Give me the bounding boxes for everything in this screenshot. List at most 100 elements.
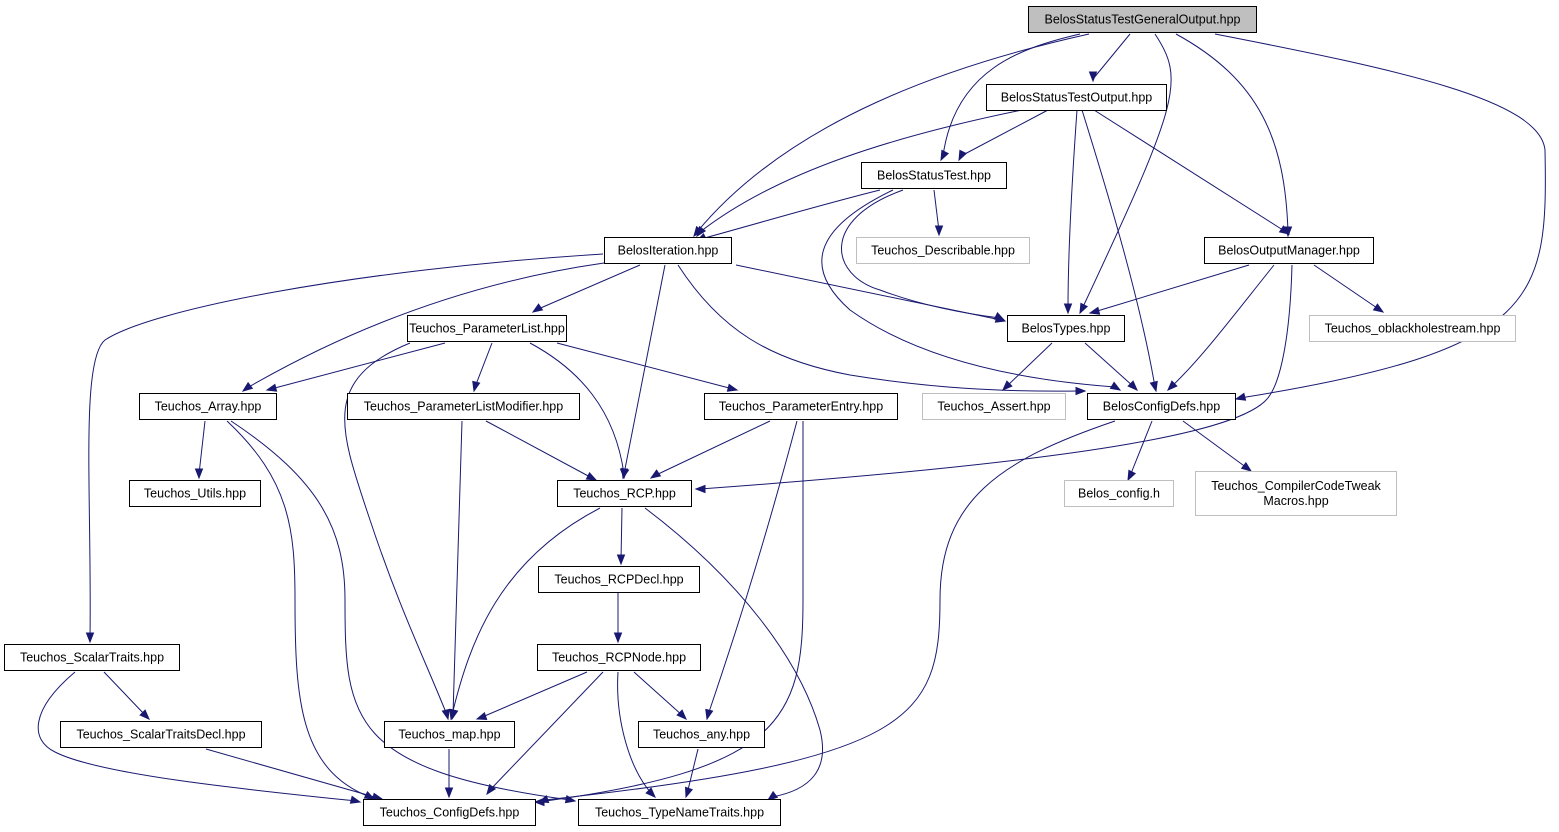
node-box (129, 480, 261, 507)
arrowhead (1063, 303, 1073, 315)
node-output-manager[interactable]: BelosOutputManager.hpp (1204, 237, 1374, 264)
node-belos-config-defs[interactable]: BelosConfigDefs.hpp (1087, 393, 1236, 420)
edge-line (205, 748, 379, 799)
dependency-edge (205, 748, 384, 801)
edge-line (1093, 109, 1287, 233)
node-label: BelosStatusTestOutput.hpp (1001, 91, 1153, 105)
dependency-edge (649, 420, 771, 479)
node-parameter-list[interactable]: Teuchos_ParameterList.hpp (407, 315, 567, 342)
edge-line (620, 507, 623, 561)
edge-line (226, 420, 371, 798)
dependency-edge (1167, 264, 1275, 391)
node-label: Teuchos_RCPDecl.hpp (554, 573, 683, 587)
node-assert[interactable]: Teuchos_Assert.hpp (922, 393, 1066, 420)
node-scalar-traits[interactable]: Teuchos_ScalarTraits.hpp (4, 644, 180, 671)
arrowhead (1002, 380, 1013, 391)
node-box (1195, 471, 1397, 516)
node-belos-types[interactable]: BelosTypes.hpp (1007, 315, 1125, 342)
node-box (922, 393, 1066, 420)
node-label: Teuchos_ParameterListModifier.hpp (364, 400, 563, 414)
edge-line (198, 420, 206, 475)
edge-line (474, 342, 493, 388)
dependency-edge (1084, 342, 1138, 391)
dependency-edge (821, 189, 1122, 391)
node-box (4, 644, 180, 671)
node-scalar-traits-decl[interactable]: Teuchos_ScalarTraitsDecl.hpp (60, 721, 262, 748)
arrowhead (645, 787, 656, 798)
edge-line (735, 264, 1002, 321)
node-describable[interactable]: Teuchos_Describable.hpp (856, 237, 1030, 264)
arrowhead (472, 380, 481, 393)
dependency-edge (933, 189, 944, 237)
dependency-edge (695, 189, 881, 242)
arrowhead (696, 225, 707, 238)
node-status-test-output[interactable]: BelosStatusTestOutput.hpp (986, 84, 1167, 111)
arrowhead (1088, 306, 1101, 315)
dependency-edge (694, 264, 1293, 494)
node-box (1087, 393, 1236, 420)
node-label: Teuchos_ScalarTraits.hpp (20, 651, 164, 665)
node-any[interactable]: Teuchos_any.hpp (638, 721, 765, 748)
node-rcp-node[interactable]: Teuchos_RCPNode.hpp (537, 644, 701, 671)
dependency-edge (693, 33, 1090, 238)
node-array[interactable]: Teuchos_Array.hpp (139, 393, 277, 420)
node-label: Teuchos_Array.hpp (155, 400, 262, 414)
edge-line (1081, 109, 1156, 388)
edge-line (1067, 109, 1078, 310)
node-label: Teuchos_RCPNode.hpp (552, 651, 686, 665)
edge-line (485, 420, 593, 479)
arrowhead (1088, 71, 1098, 83)
node-label: Teuchos_any.hpp (653, 728, 750, 742)
node-rcp[interactable]: Teuchos_RCP.hpp (557, 480, 692, 507)
node-oblackhole[interactable]: Teuchos_oblackholestream.hpp (1309, 315, 1516, 342)
dependency-edge (265, 342, 446, 392)
dependency-edge (485, 420, 598, 481)
node-box (856, 237, 1030, 264)
node-utils[interactable]: Teuchos_Utils.hpp (129, 480, 261, 507)
dependency-edge (1088, 264, 1250, 315)
dependency-edge (475, 671, 588, 721)
edge-line (344, 342, 448, 716)
node-root[interactable]: BelosStatusTestGeneralOutput.hpp (1028, 6, 1257, 33)
node-map[interactable]: Teuchos_map.hpp (384, 721, 515, 748)
node-iteration[interactable]: BelosIteration.hpp (604, 237, 732, 264)
node-param-list-modifier[interactable]: Teuchos_ParameterListModifier.hpp (347, 393, 580, 420)
arrowhead (619, 468, 629, 480)
edge-line (942, 33, 1081, 157)
node-label: BelosStatusTestGeneralOutput.hpp (1045, 13, 1241, 27)
node-box (139, 393, 277, 420)
edge-line (821, 189, 1116, 388)
node-box (1064, 480, 1174, 507)
edge-line (653, 420, 771, 477)
node-box (638, 721, 765, 748)
node-belos-config[interactable]: Belos_config.h (1064, 480, 1174, 507)
dependency-edge (344, 342, 450, 721)
dependency-edge (556, 342, 739, 392)
node-label: Teuchos_Assert.hpp (937, 400, 1050, 414)
dependency-edge (37, 671, 362, 804)
node-type-name-traits[interactable]: Teuchos_TypeNameTraits.hpp (578, 799, 781, 826)
node-box (557, 480, 692, 507)
arrowhead (1109, 381, 1122, 391)
node-param-entry[interactable]: Teuchos_ParameterEntry.hpp (704, 393, 898, 420)
dependency-edge (1313, 264, 1385, 313)
node-rcp-decl[interactable]: Teuchos_RCPDecl.hpp (538, 566, 700, 593)
edge-line (933, 189, 940, 232)
dependency-edge (486, 671, 604, 796)
node-label: Teuchos_ParameterList.hpp (409, 322, 565, 336)
node-status-test[interactable]: BelosStatusTest.hpp (861, 162, 1007, 189)
dependency-edge (85, 253, 604, 644)
node-label: BelosIteration.hpp (618, 244, 719, 258)
dependency-edge (1175, 33, 1293, 238)
node-teuchos-config-defs[interactable]: Teuchos_ConfigDefs.hpp (363, 799, 536, 826)
edge-line (700, 189, 881, 240)
node-label: Teuchos_ConfigDefs.hpp (380, 806, 520, 820)
node-label: Teuchos_Utils.hpp (144, 487, 246, 501)
arrowhead (958, 149, 968, 162)
arrowhead (1149, 380, 1158, 393)
edge-line (1313, 264, 1381, 311)
edge-line (479, 671, 588, 719)
arrowhead (1075, 386, 1087, 396)
dependency-edge (696, 109, 1023, 238)
